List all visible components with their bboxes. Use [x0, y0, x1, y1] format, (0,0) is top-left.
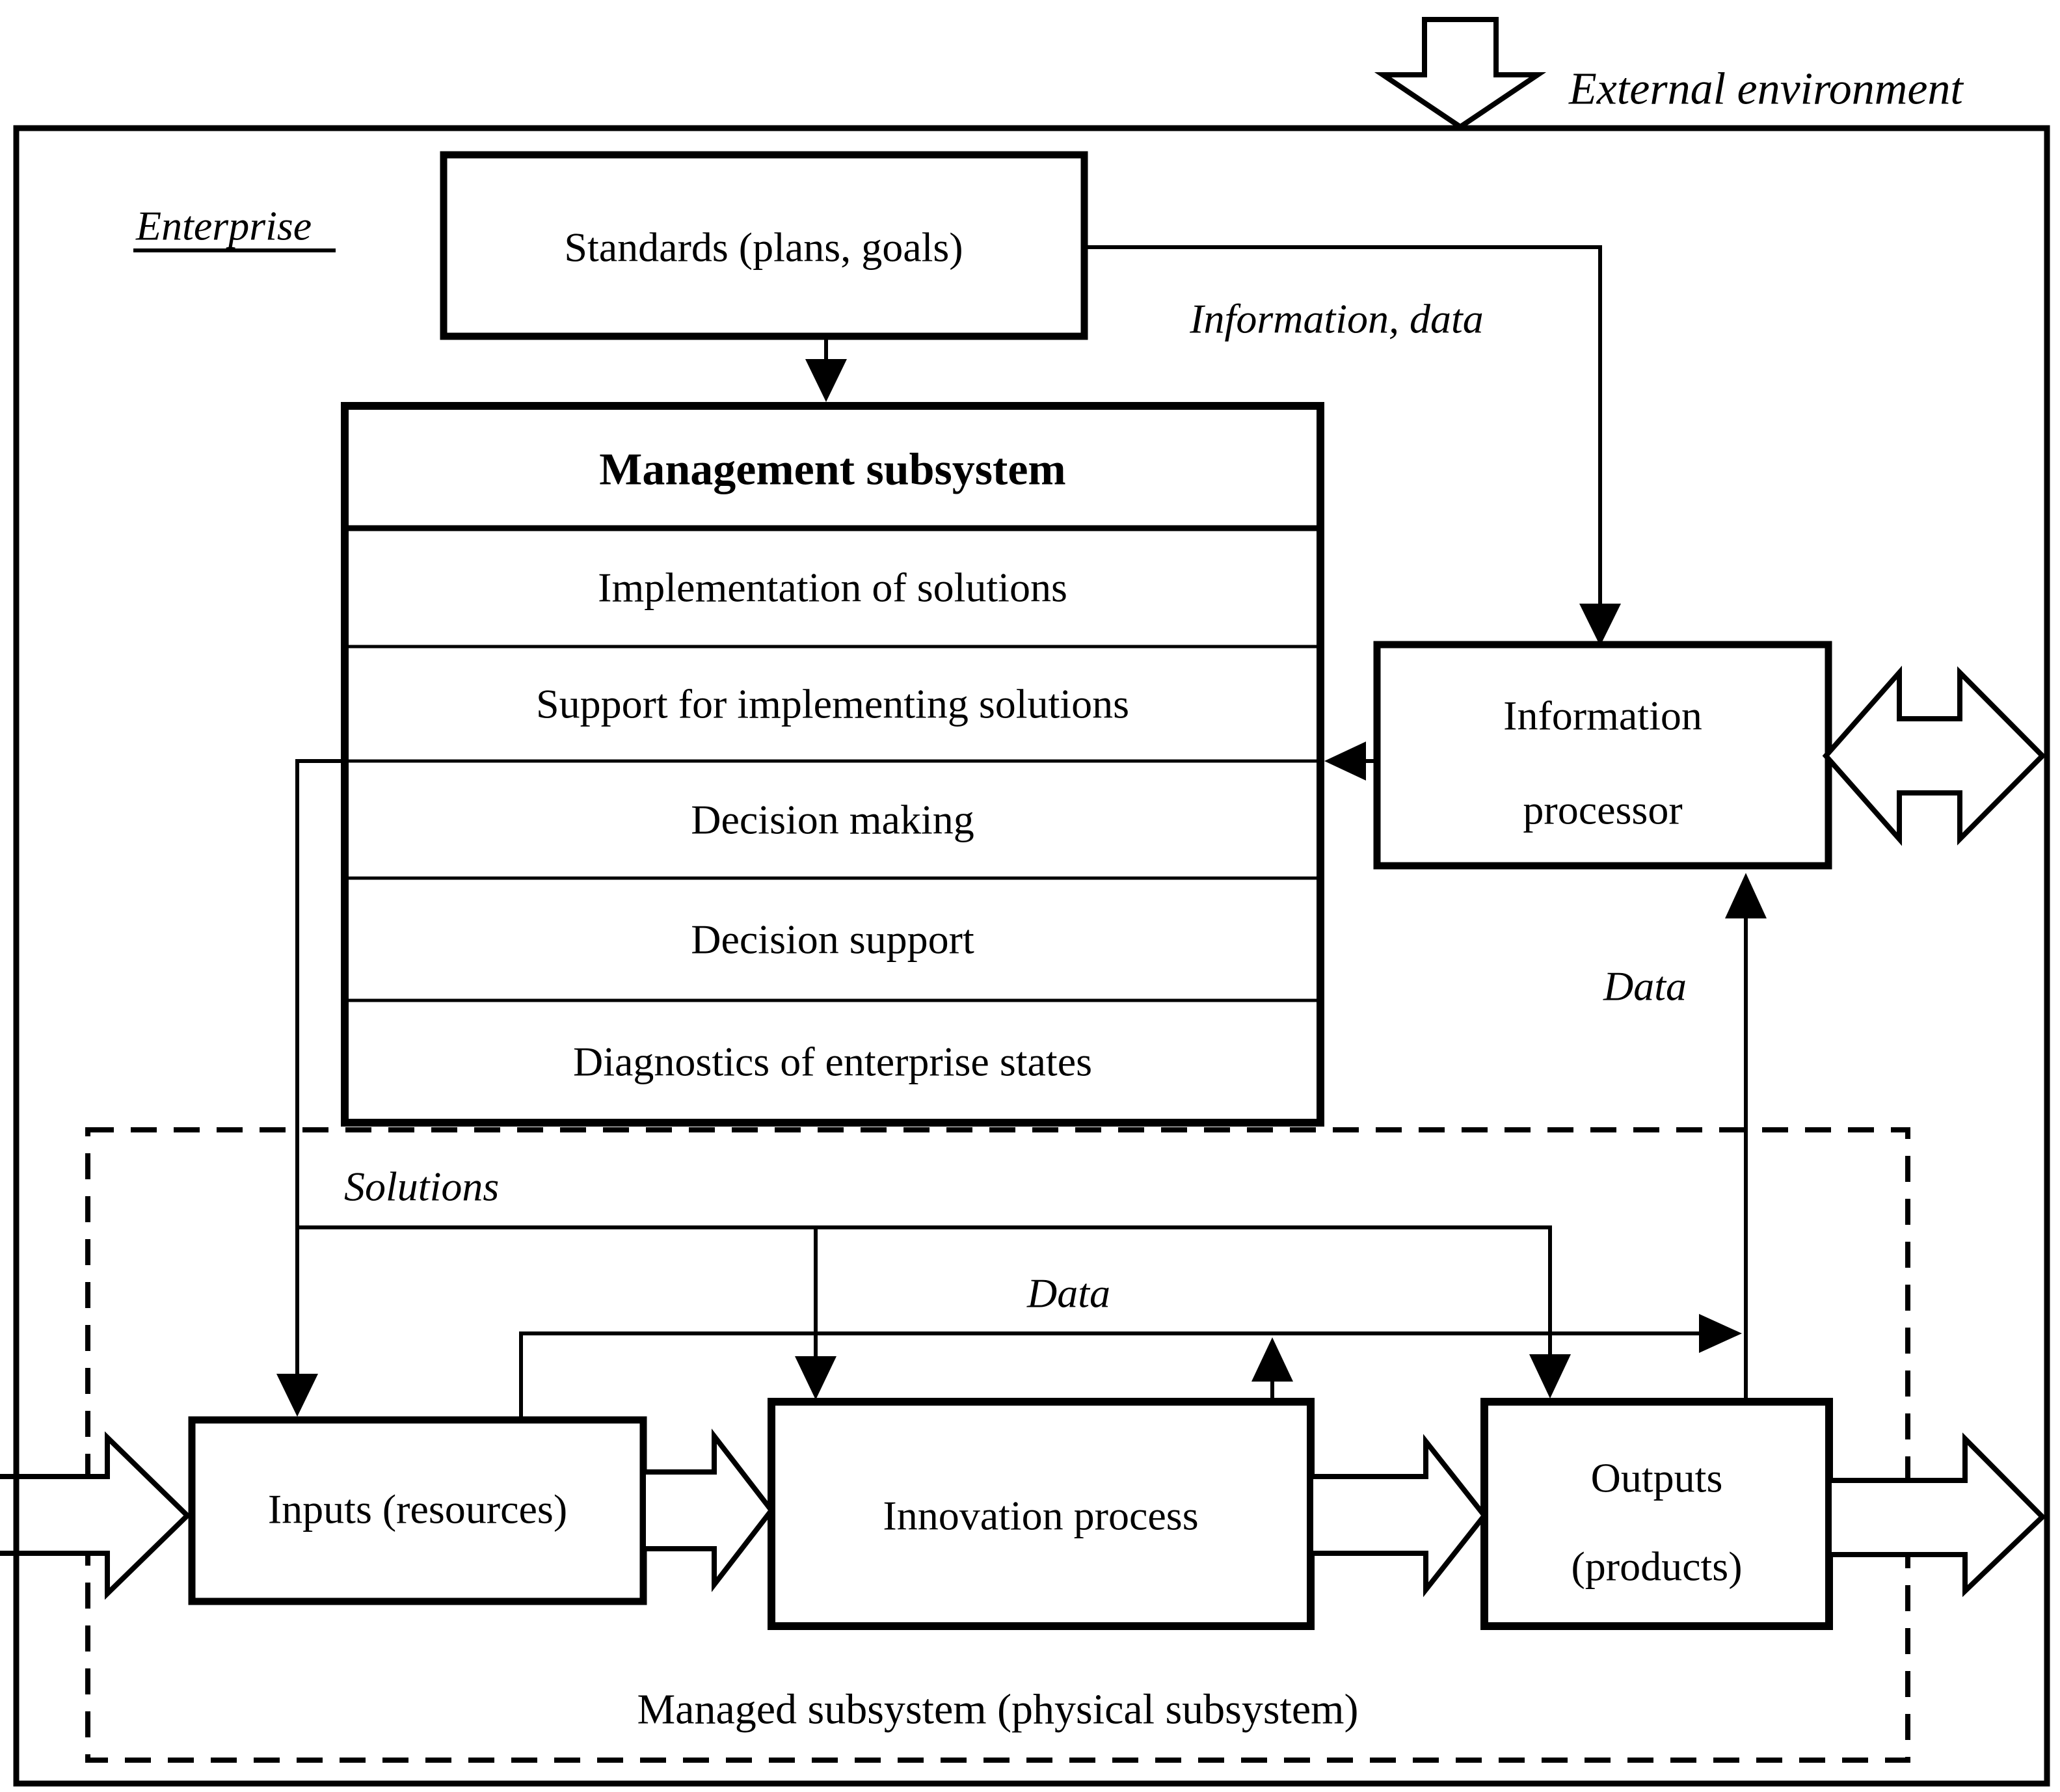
- innovation-to-data-arrowhead: [1251, 1337, 1293, 1382]
- solutions-to-outputs-arrowhead: [1529, 1354, 1571, 1398]
- external-environment-arrow-icon: [1374, 17, 1547, 130]
- information-processor-label-line2: processor: [1523, 787, 1682, 833]
- management-to-inputs-line: [295, 759, 345, 1374]
- standards-to-processor-line: [1084, 245, 1602, 604]
- outputs-exit-block-arrow: [1826, 1432, 2046, 1598]
- enterprise-label: Enterprise: [135, 203, 312, 249]
- solutions-label: Solutions: [344, 1164, 499, 1210]
- information-processor-label-line1: Information: [1503, 693, 1702, 739]
- management-row-decision-support: Decision support: [691, 916, 974, 963]
- information-data-label: Information, data: [1189, 296, 1484, 342]
- enterprise-box: [13, 125, 2050, 1787]
- management-row-decision-making: Decision making: [691, 797, 974, 843]
- data-label-left: Data: [1026, 1270, 1110, 1317]
- standards-to-processor-arrowhead: [1579, 604, 1621, 646]
- management-title: Management subsystem: [599, 445, 1065, 495]
- outputs-label-line1: Outputs: [1591, 1455, 1723, 1501]
- processor-to-management-arrowhead: [1324, 742, 1366, 781]
- inputs-label: Inputs (resources): [268, 1486, 567, 1532]
- management-box: [341, 402, 1324, 1127]
- external-environment-label: External environment: [1568, 64, 1964, 114]
- data-collection-arrowhead: [1699, 1314, 1742, 1353]
- input-flow-block-arrow: [0, 1431, 191, 1600]
- inputs-to-innovation-block-arrow: [641, 1428, 775, 1592]
- solutions-to-innovation-arrowhead: [795, 1356, 836, 1400]
- data-label-right: Data: [1603, 963, 1687, 1010]
- outputs-label-line2: (products): [1571, 1544, 1742, 1590]
- outputs-to-processor-arrowhead: [1725, 873, 1767, 918]
- solutions-distribution-line: [297, 1225, 1552, 1354]
- managed-subsystem-label: Managed subsystem (physical subsystem): [637, 1686, 1358, 1733]
- management-row-support: Support for implementing solutions: [536, 681, 1129, 727]
- external-exchange-double-arrow-icon: [1822, 665, 2046, 846]
- management-row-implementation: Implementation of solutions: [598, 565, 1067, 611]
- innovation-process-label: Innovation process: [883, 1493, 1198, 1539]
- innovation-to-outputs-block-arrow: [1308, 1434, 1488, 1598]
- managed-subsystem-box: [85, 1127, 1910, 1763]
- outputs-box: [1480, 1398, 1833, 1630]
- management-row-diagnostics: Diagnostics of enterprise states: [573, 1039, 1092, 1085]
- data-collection-line: [519, 1331, 1699, 1421]
- standards-label: Standards (plans, goals): [564, 224, 963, 271]
- standards-to-management-arrowhead: [805, 359, 847, 402]
- management-to-inputs-arrowhead: [276, 1374, 318, 1417]
